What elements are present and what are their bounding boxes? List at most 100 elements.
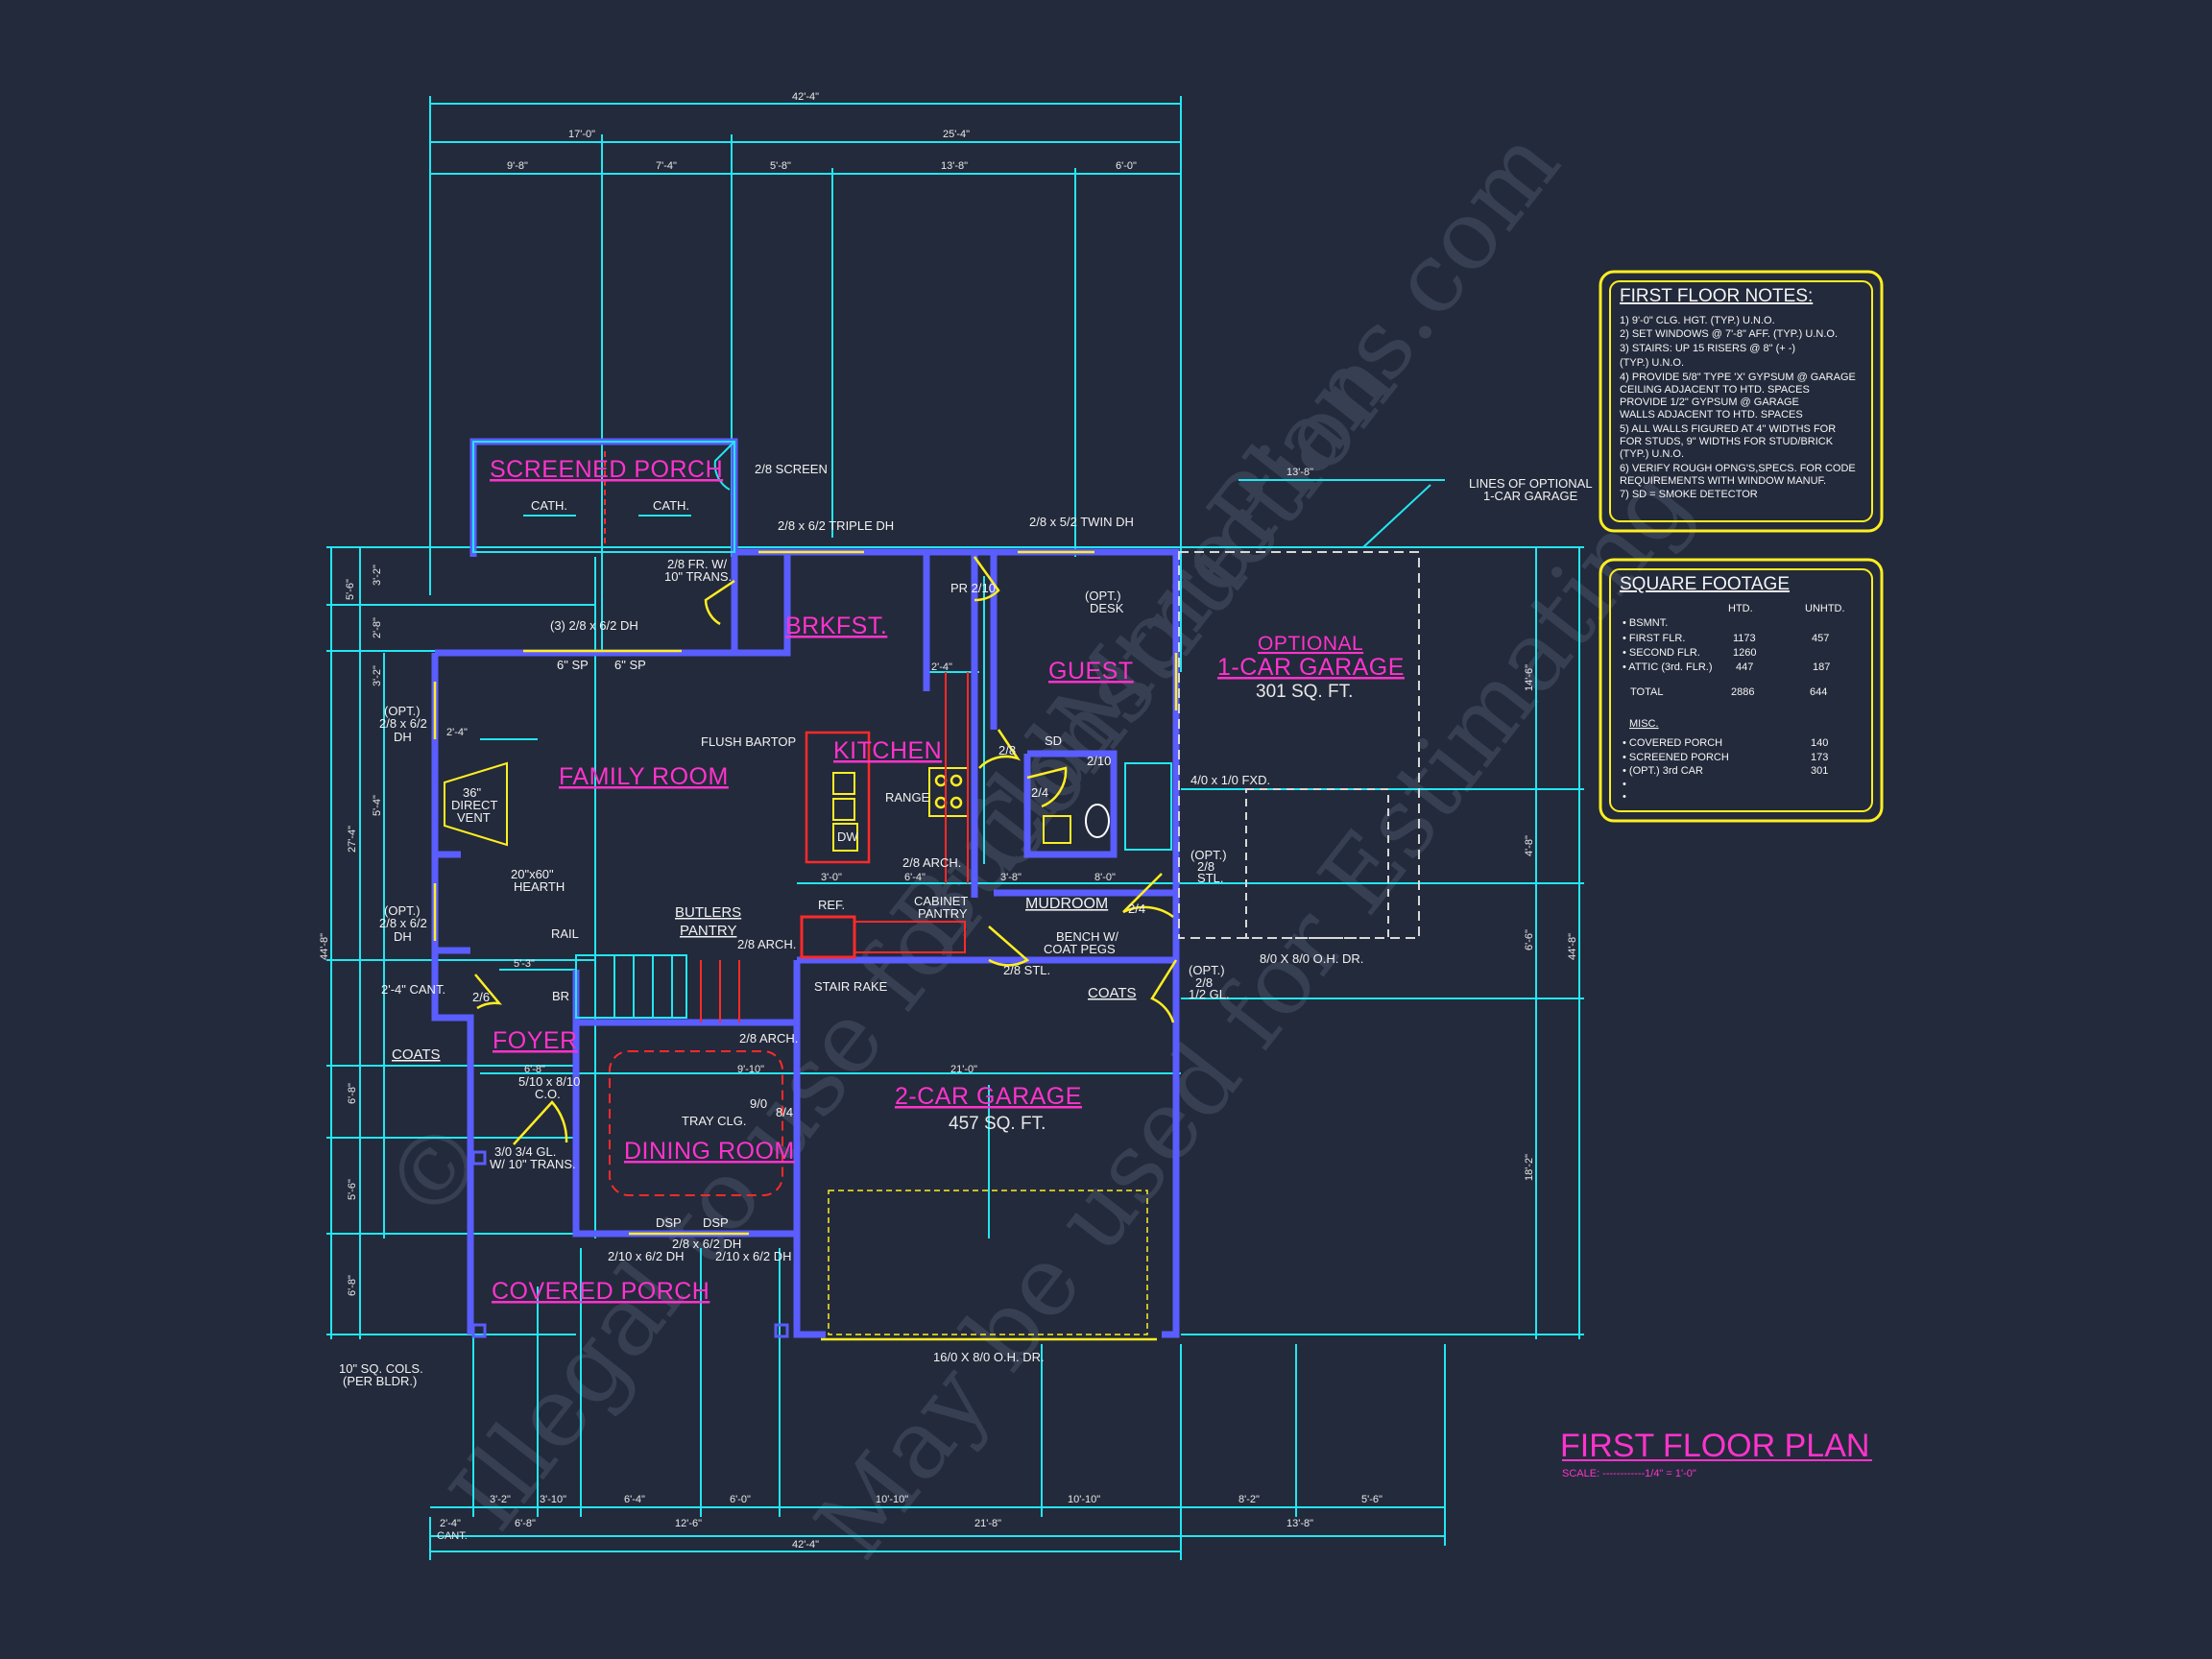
label-dims-misc-9: 2'-4" — [931, 661, 952, 673]
label-labels-cols2: (PER BLDR.) — [343, 1374, 417, 1388]
label-labels-cab-pantry2: PANTRY — [918, 906, 968, 921]
label-notes-lines-7: WALLS ADJACENT TO HTD. SPACES — [1620, 409, 1803, 421]
room-guest: GUEST — [1048, 658, 1134, 685]
label-labels-direct-vent3: VENT — [457, 810, 491, 825]
label-dims-left-6: 5'-4" — [372, 795, 383, 816]
label-labels-cab-pantry1: CABINET — [914, 894, 968, 908]
label-labels-fxd: 4/0 x 1/0 FXD. — [1190, 773, 1270, 787]
windows — [433, 550, 1178, 1236]
label-labels-cant: 2'-4" CANT. — [381, 982, 445, 997]
label-dims-bottom-8: 6'-8" — [515, 1518, 536, 1529]
label-labels-pr: PR 2/10 — [950, 581, 996, 595]
label-notes-lines-5: CEILING ADJACENT TO HTD. SPACES — [1620, 384, 1810, 396]
label-labels-br: BR — [552, 989, 569, 1003]
label-labels-arch-b: 2/8 ARCH. — [737, 937, 796, 951]
label-labels-hearth2: HEARTH — [514, 879, 565, 894]
label-labels-fr-trans2: 10" TRANS. — [664, 569, 732, 584]
room-foyer: FOYER — [493, 1027, 578, 1054]
room-pantry: PANTRY — [680, 923, 736, 939]
label-labels-opt-dh-a1: (OPT.) — [384, 704, 421, 718]
label-labels-cols1: 10" SQ. COLS. — [339, 1361, 423, 1376]
screened-porch-outline — [472, 441, 735, 553]
plan-title: FIRST FLOOR PLAN — [1560, 1428, 1869, 1464]
label-notes-lines-10: (TYP.) U.N.O. — [1620, 448, 1684, 460]
label-dims-top-1: 17'-0" — [568, 129, 595, 140]
label-labels-opt-dh-a2: 2/8 x 6/2 — [379, 716, 427, 731]
label-labels-stl: 2/8 STL. — [1003, 963, 1050, 977]
label-labels-door-84: 8/4 — [776, 1105, 793, 1119]
label-sqft-misc-2-0: • (OPT.) 3rd CAR — [1623, 765, 1703, 777]
room-screened-porch: SCREENED PORCH — [490, 456, 723, 483]
label-notes-lines-8: 5) ALL WALLS FIGURED AT 4" WIDTHS FOR — [1620, 423, 1836, 435]
label-labels-opt-dh-b1: (OPT.) — [384, 903, 421, 918]
label-dims-bottom-9: 12'-6" — [675, 1518, 702, 1529]
label-labels-cath1: CATH. — [531, 498, 567, 513]
label-dims-right-3: 6'-6" — [1524, 929, 1535, 950]
first-floor-notes: FIRST FLOOR NOTES: 1) 9'-0" CLG. HGT. (T… — [1620, 286, 1856, 500]
label-sqft-rows-1-1: 1173 — [1733, 633, 1756, 644]
label-sqft-misc-1-0: • SCREENED PORCH — [1623, 752, 1729, 763]
label-labels-opt-gl2: 2/8 — [1195, 975, 1213, 990]
label-dims-bottom-13: CANT. — [437, 1530, 468, 1542]
room-dining: DINING ROOM — [624, 1138, 795, 1165]
label-labels-dh3: (3) 2/8 x 6/2 DH — [550, 618, 638, 633]
doors — [474, 441, 1178, 1145]
label-dims-bottom-5: 10'-10" — [1068, 1494, 1100, 1505]
label-labels-ohdr: 16/0 X 8/0 O.H. DR. — [933, 1350, 1045, 1364]
fireplace — [444, 761, 508, 847]
optional-garage-sqft: 301 SQ. FT. — [1256, 682, 1353, 702]
label-dims-left-9: 6'-8" — [347, 1275, 358, 1296]
label-dims-top-3: 9'-8" — [507, 160, 528, 172]
label-notes-lines-1: 2) SET WINDOWS @ 7'-8" AFF. (TYP.) U.N.O… — [1620, 328, 1838, 340]
label-dims-left-3: 3'-2" — [372, 665, 383, 686]
label-dims-left-2: 2'-8" — [372, 617, 383, 638]
label-dims-bottom-14: 42'-4" — [792, 1539, 819, 1551]
label-labels-lines-opt1: LINES OF OPTIONAL — [1469, 476, 1593, 491]
square-footage-table: SQUARE FOOTAGE HTD. UNHTD. • BSMNT. • FI… — [1620, 574, 1845, 803]
label-labels-twin-dh: 2/8 x 5/2 TWIN DH — [1029, 515, 1134, 529]
label-sqft-misc-0-0: • COVERED PORCH — [1623, 737, 1722, 749]
dimension-lines — [326, 96, 1584, 1560]
label-labels-arch-k: 2/8 ARCH. — [902, 855, 961, 870]
label-labels-coats-l: COATS — [392, 1046, 441, 1063]
label-labels-co1: 5/10 x 8/10 — [518, 1074, 580, 1089]
label-labels-sd: SD — [1045, 733, 1062, 748]
room-mudroom: MUDROOM — [1025, 896, 1108, 912]
stairs — [575, 954, 740, 1022]
room-optional: OPTIONAL — [1258, 633, 1363, 655]
label-dims-bottom-10: 21'-8" — [974, 1518, 1001, 1529]
label-labels-dh-d: 2/8 x 6/2 DH — [672, 1237, 741, 1251]
label-dims-right-4: 18'-2" — [1524, 1154, 1535, 1181]
garage-door — [821, 1190, 1157, 1341]
label-labels-hearth1: 20"x60" — [511, 867, 554, 881]
label-dims-misc-4: 3'-0" — [821, 872, 842, 883]
label-dims-bottom-2: 6'-4" — [624, 1494, 645, 1505]
label-notes-lines-2: 3) STAIRS: UP 15 RISERS @ 8" (+ -) — [1620, 343, 1795, 354]
label-dims-top-7: 6'-0" — [1116, 160, 1137, 172]
label-sqft-rows-3-2: 187 — [1813, 661, 1830, 673]
room-two-car-garage: 2-CAR GARAGE — [895, 1083, 1082, 1110]
label-sqft-rows-2-1: 1260 — [1733, 647, 1756, 659]
annotations: CATH. CATH. 2/8 SCREEN 2/8 x 6/2 TRIPLE … — [339, 462, 1593, 1388]
label-dims-right-0: 14'-6" — [1524, 664, 1535, 691]
label-labels-sp1: 6" SP — [557, 658, 589, 672]
label-labels-opt-dh-b3: DH — [394, 929, 412, 944]
label-dims-top-6: 13'-8" — [941, 160, 968, 172]
label-sqft-col2: UNHTD. — [1805, 603, 1845, 614]
label-labels-opt-stl2: 2/8 — [1197, 859, 1214, 874]
label-dims-misc-8: 2'-4" — [446, 727, 468, 738]
room-kitchen: KITCHEN — [833, 737, 942, 764]
optional-garage-outline — [1178, 484, 1431, 939]
room-butlers: BUTLERS — [675, 904, 741, 921]
label-dims-bottom-11: 13'-8" — [1286, 1518, 1313, 1529]
label-dims-left-7: 6'-8" — [347, 1083, 358, 1104]
room-covered-porch: COVERED PORCH — [492, 1278, 709, 1305]
porch-columns — [471, 1150, 789, 1338]
label-labels-screen: 2/8 SCREEN — [755, 462, 828, 476]
garage-sqft: 457 SQ. FT. — [949, 1114, 1046, 1134]
label-labels-dsp1: DSP — [656, 1215, 682, 1230]
label-labels-dw: DW — [837, 830, 858, 844]
label-dims-bottom-7: 5'-6" — [1361, 1494, 1382, 1505]
label-labels-cath2: CATH. — [653, 498, 689, 513]
